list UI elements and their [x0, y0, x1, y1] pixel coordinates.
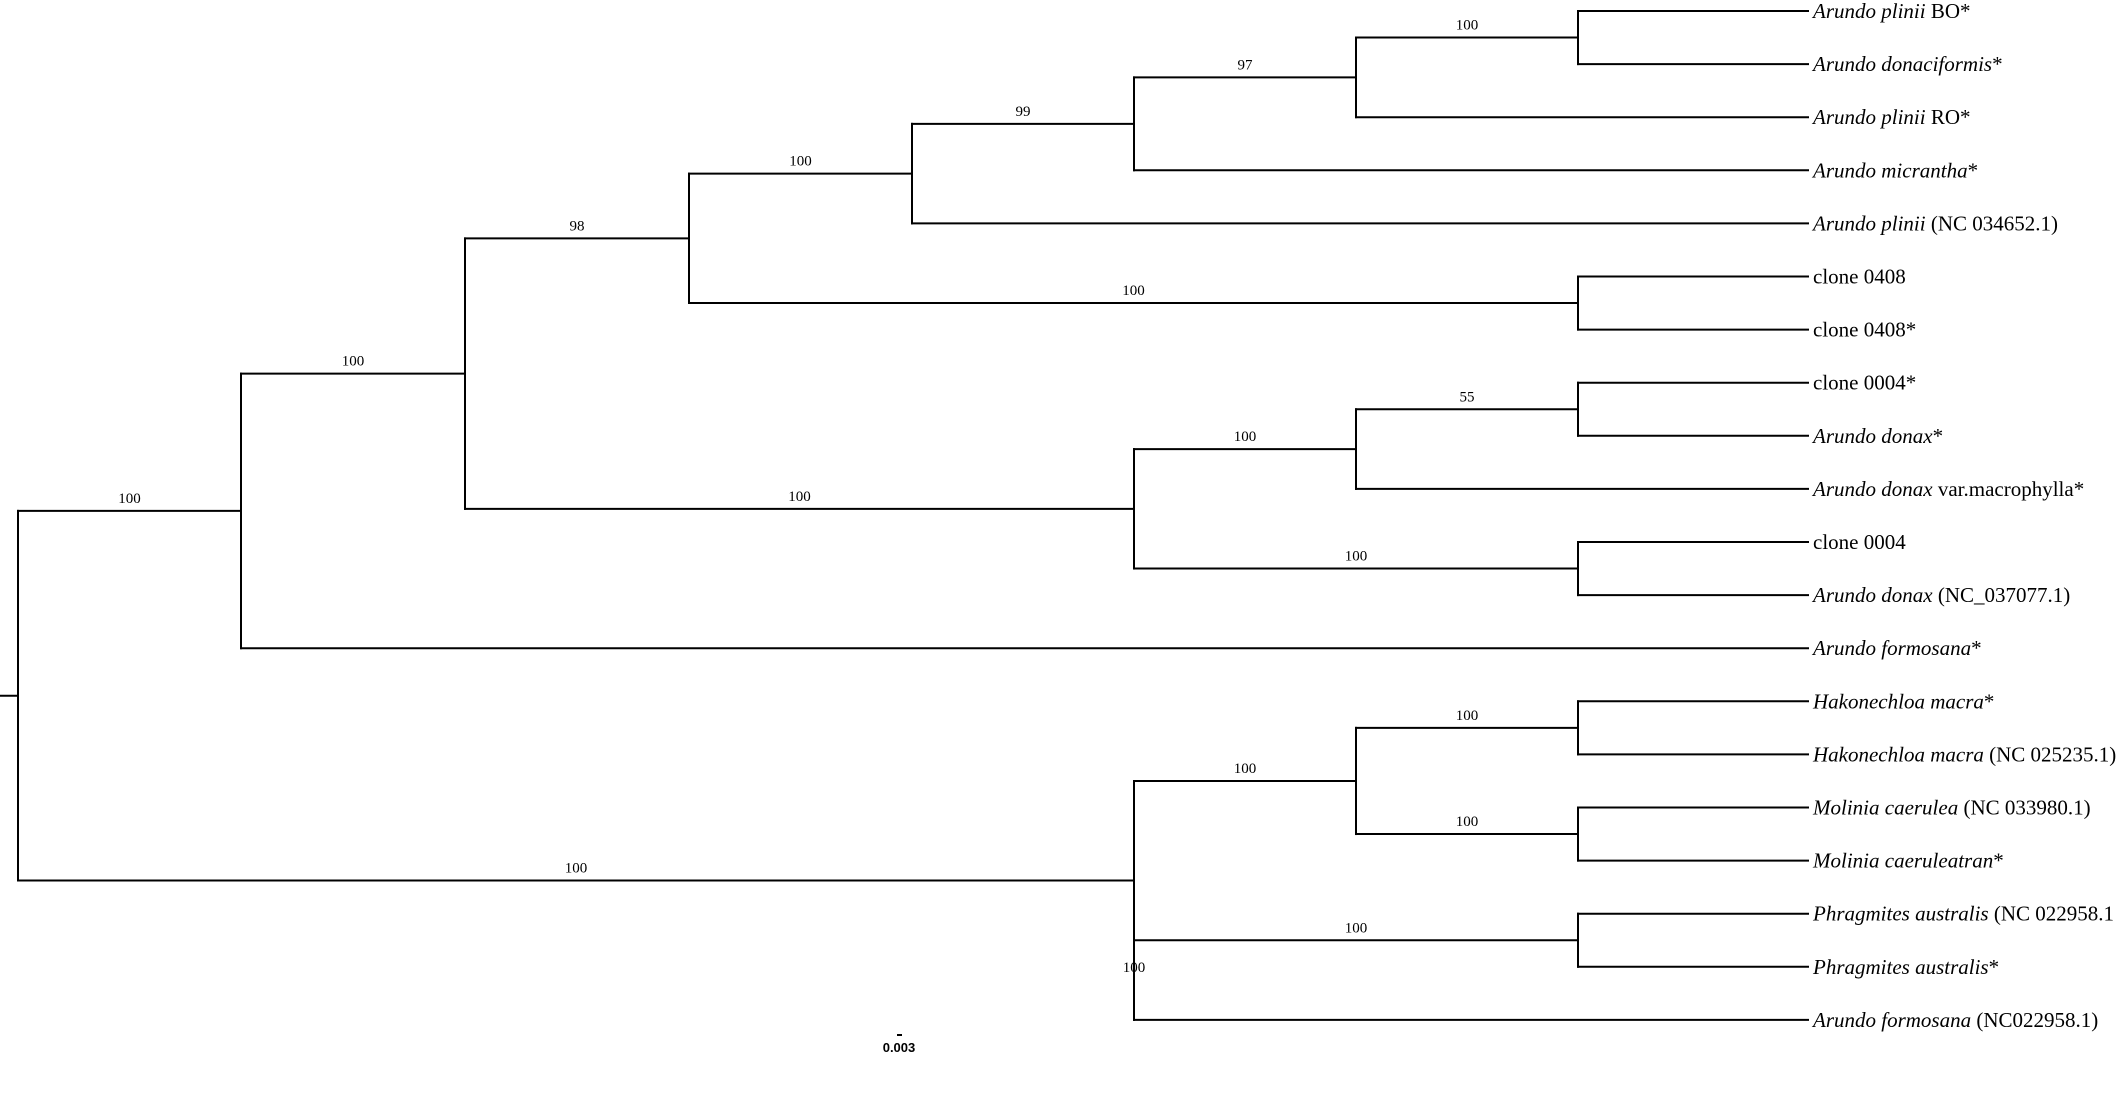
tip-label: Molinia caeruleatran*: [1812, 849, 2004, 873]
tree-branches: [0, 10, 1809, 1021]
tip-label-suffix: clone 0408: [1813, 265, 1906, 289]
support-value: 100: [1234, 761, 1257, 777]
tip-label: clone 0004: [1813, 530, 1906, 554]
support-value: 98: [570, 218, 585, 234]
tip-label: clone 0408: [1813, 265, 1906, 289]
support-value: 100: [1345, 920, 1368, 936]
tip-label-suffix: var.macrophylla*: [1933, 477, 2085, 501]
tip-label-taxon: Arundo donax: [1811, 477, 1933, 501]
tip-label: Arundo formosana*: [1811, 636, 1982, 660]
tip-label-suffix: (NC 025235.1): [1984, 742, 2116, 766]
tip-label-taxon: Molinia caerulea: [1812, 796, 1958, 820]
tip-labels: Arundo plinii BO*Arundo donaciformis*Aru…: [1811, 0, 2116, 1032]
tip-label: Arundo donaciformis*: [1811, 52, 2003, 76]
tip-label-suffix: (NC 033980.1): [1958, 796, 2090, 820]
support-value: 97: [1238, 57, 1254, 73]
tip-label: clone 0004*: [1813, 371, 1916, 395]
support-value: 100: [789, 154, 812, 170]
scale-bar: 0.003: [883, 1034, 916, 1055]
tip-label-suffix: clone 0408*: [1813, 318, 1916, 342]
tip-label-suffix: *: [1984, 689, 1995, 713]
tip-label-taxon: Phragmites australis: [1812, 955, 1989, 979]
tip-label-taxon: Arundo plinii: [1811, 211, 1926, 235]
tip-label: Arundo donax var.macrophylla*: [1811, 477, 2084, 501]
tip-label: Arundo donax (NC_037077.1): [1811, 583, 2070, 607]
tip-label-suffix: *: [1989, 955, 2000, 979]
tip-label-suffix: *: [1968, 158, 1979, 182]
tip-label: clone 0408*: [1813, 318, 1916, 342]
tip-label-taxon: Arundo donax: [1811, 583, 1933, 607]
tip-label-suffix: clone 0004: [1813, 530, 1906, 554]
tip-label: Molinia caerulea (NC 033980.1): [1812, 796, 2091, 820]
support-value: 100: [1122, 283, 1145, 299]
support-value: 99: [1016, 104, 1031, 120]
support-value: 100: [342, 354, 365, 370]
tip-label-suffix: clone 0004*: [1813, 371, 1916, 395]
support-value: 100: [788, 489, 811, 505]
support-value: 100: [1456, 814, 1479, 830]
tip-label: Arundo plinii (NC 034652.1): [1811, 211, 2058, 235]
support-value: 100: [1456, 708, 1479, 724]
tip-label-taxon: Hakonechloa macra: [1812, 742, 1984, 766]
tip-label: Arundo donax*: [1811, 424, 1943, 448]
tip-label-suffix: *: [1933, 424, 1944, 448]
tip-label-suffix: BO*: [1926, 0, 1971, 23]
support-value: 100: [1123, 960, 1146, 976]
support-value: 100: [118, 491, 141, 507]
tip-label-taxon: Arundo micrantha: [1811, 158, 1968, 182]
tip-label: Hakonechloa macra*: [1812, 689, 1994, 713]
tip-label-taxon: Phragmites australis: [1812, 902, 1989, 926]
tip-label-taxon: Arundo plinii: [1811, 105, 1926, 129]
tip-label-suffix: *: [1992, 52, 2003, 76]
support-value: 100: [1234, 429, 1257, 445]
tip-label-suffix: (NC 034652.1): [1926, 211, 2058, 235]
tip-label: Hakonechloa macra (NC 025235.1): [1812, 742, 2116, 766]
tip-label-suffix: (NC022958.1): [1971, 1008, 2098, 1032]
support-values: 100 100 98 100 99 97 100 100 100 100 55 100 100 100 10…: [118, 18, 1478, 977]
tip-label: Phragmites australis*: [1812, 955, 1999, 979]
tip-label: Phragmites australis (NC 022958.1: [1812, 902, 2114, 926]
tip-label-suffix: *: [1993, 849, 2004, 873]
tip-label-suffix: RO*: [1926, 105, 1971, 129]
support-value: 55: [1460, 389, 1475, 405]
tip-label: Arundo plinii RO*: [1811, 105, 1971, 129]
tip-label-taxon: Arundo formosana: [1811, 636, 1971, 660]
tip-label-taxon: Arundo donax: [1811, 424, 1933, 448]
tip-label-suffix: (NC_037077.1): [1933, 583, 2071, 607]
support-value: 100: [1456, 18, 1479, 34]
support-value: 100: [1345, 549, 1368, 565]
tip-label-taxon: Arundo donaciformis: [1811, 52, 1992, 76]
tip-label: Arundo plinii BO*: [1811, 0, 1971, 23]
tip-label-suffix: (NC 022958.1: [1989, 902, 2114, 926]
tip-label-taxon: Arundo plinii: [1811, 0, 1926, 23]
tip-label-taxon: Molinia caeruleatran: [1812, 849, 1993, 873]
support-value: 100: [565, 861, 588, 877]
scale-bar-label: 0.003: [883, 1040, 916, 1055]
tip-label-taxon: Hakonechloa macra: [1812, 689, 1984, 713]
tip-label: Arundo micrantha*: [1811, 158, 1978, 182]
tip-label-suffix: *: [1971, 636, 1982, 660]
tip-label: Arundo formosana (NC022958.1): [1811, 1008, 2098, 1032]
tip-label-taxon: Arundo formosana: [1811, 1008, 1971, 1032]
